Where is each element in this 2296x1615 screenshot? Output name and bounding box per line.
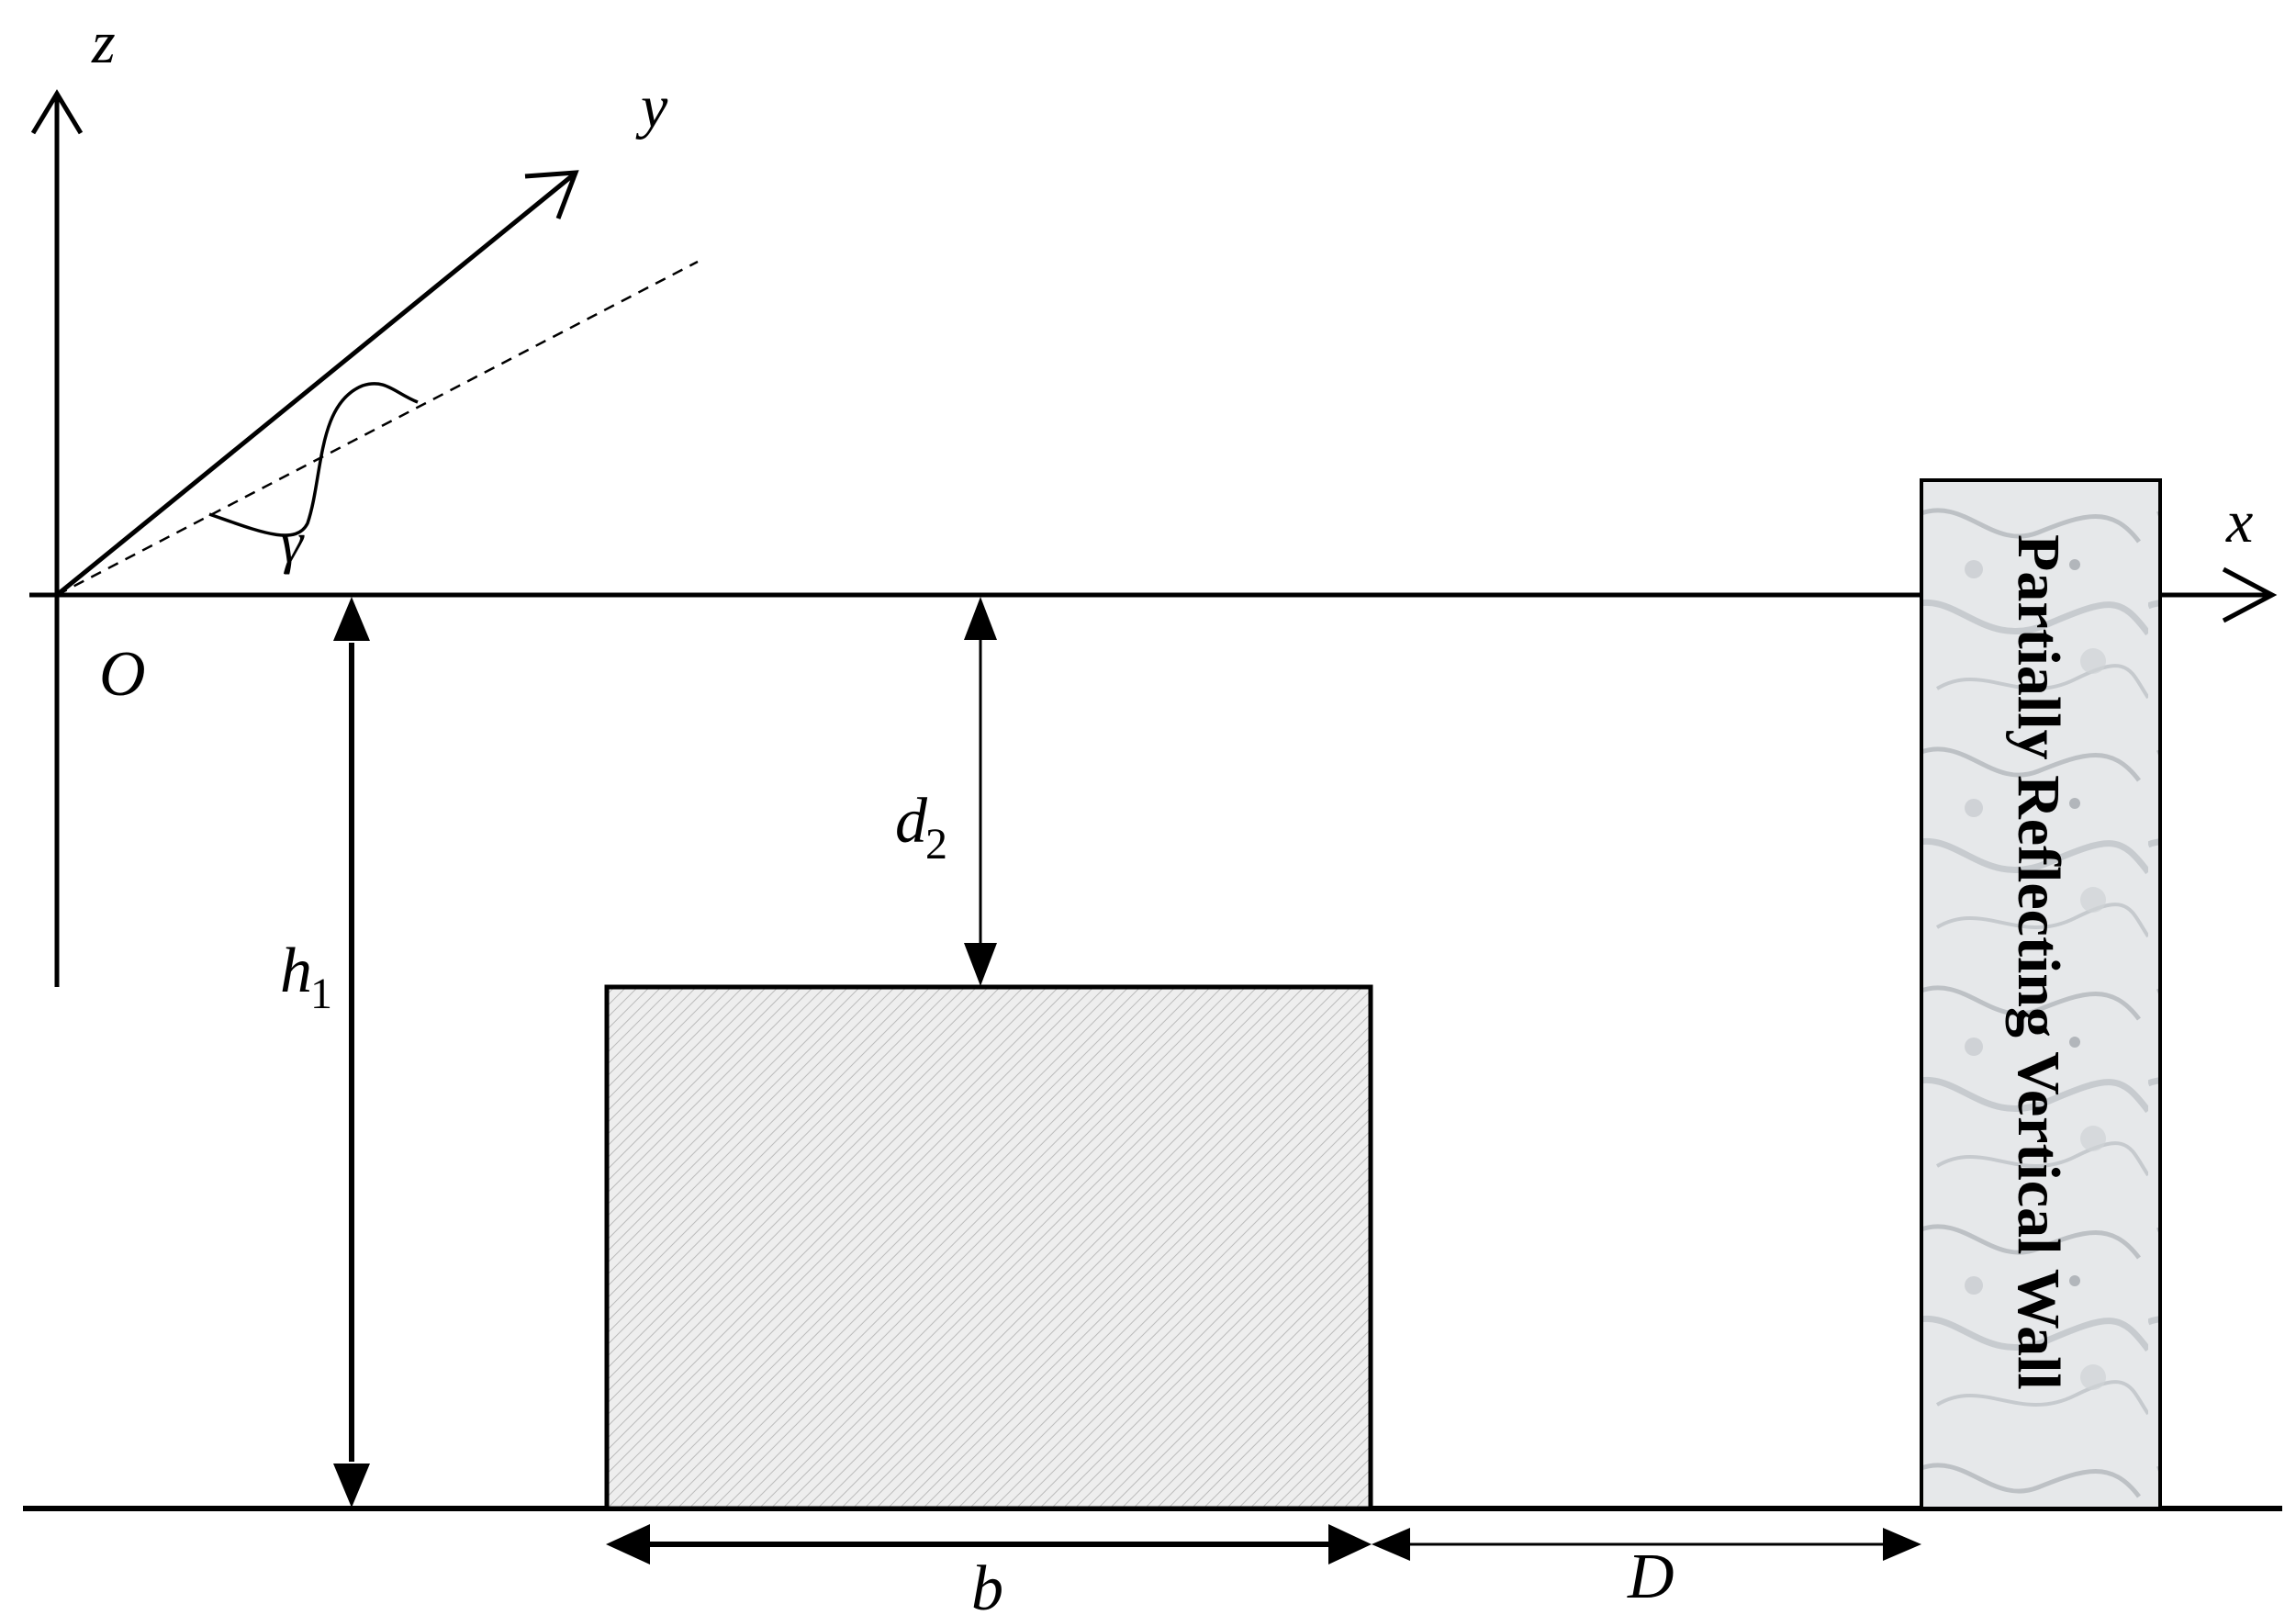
z-axis-arrowhead bbox=[30, 89, 84, 135]
submerged-structure bbox=[604, 984, 1373, 1511]
wave-direction-line bbox=[56, 260, 699, 597]
d2-arrowhead-bottom bbox=[964, 943, 997, 986]
y-axis-label: y bbox=[635, 73, 668, 140]
z-axis-label: z bbox=[91, 9, 116, 76]
y-axis-arrowhead bbox=[524, 170, 579, 219]
D-arrowhead-right bbox=[1883, 1528, 1921, 1561]
incident-wave-profile bbox=[208, 382, 419, 537]
b-label: b bbox=[971, 1553, 1003, 1615]
wall-label: Partially Reflecting Vertical Wall bbox=[2005, 534, 2072, 1390]
d2-label: d2 bbox=[895, 786, 947, 869]
origin-label: O bbox=[99, 639, 146, 710]
angle-gamma-label: γ bbox=[280, 510, 305, 575]
x-axis-arrowhead bbox=[2222, 566, 2278, 623]
D-arrowhead-left bbox=[1372, 1528, 1410, 1561]
h1-arrowhead-bottom bbox=[333, 1464, 370, 1508]
D-label: D bbox=[1627, 1542, 1674, 1612]
b-arrowhead-left bbox=[606, 1524, 650, 1565]
partially-reflecting-wall bbox=[1920, 478, 2162, 1510]
y-axis bbox=[55, 173, 576, 597]
b-arrowhead-right bbox=[1328, 1524, 1372, 1565]
d2-arrowhead-top bbox=[964, 597, 997, 640]
x-axis-label: x bbox=[2225, 488, 2253, 555]
h1-arrowhead-top bbox=[333, 597, 370, 641]
h1-label: h1 bbox=[280, 936, 332, 1018]
